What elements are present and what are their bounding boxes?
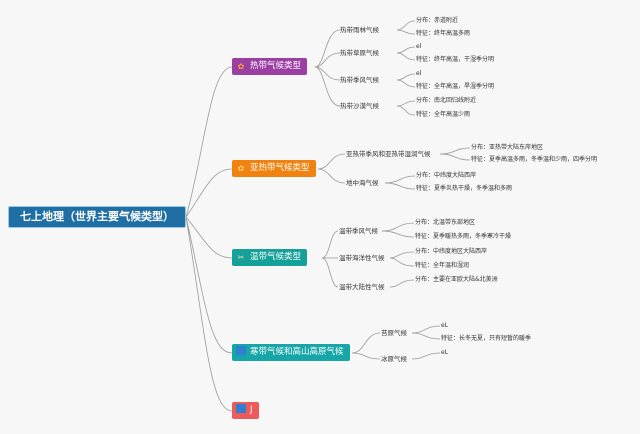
leaf-text[interactable]: 分布：南北回归线附近	[416, 97, 477, 104]
sub-tundra[interactable]: 苔原气候	[381, 329, 407, 337]
category-label: 寒带气候和高山高原气候	[250, 347, 344, 357]
square-icon	[236, 404, 246, 413]
sub-savanna[interactable]: 热带草原气候	[340, 49, 379, 57]
leaf-text[interactable]: 特征：夏季炎热干燥，冬季温和多雨	[416, 185, 513, 192]
category-subtropical[interactable]: ✿ 亚热带气候类型	[232, 160, 316, 177]
category-label: 亚热带气候类型	[250, 163, 310, 173]
category-tropical[interactable]: ✿ 热带气候类型	[232, 58, 308, 75]
leaf-text[interactable]: 分布：赤道附近	[416, 17, 459, 24]
leaf-text[interactable]: 特征：全年高温少雨	[416, 111, 471, 118]
category-temperate[interactable]: ✂ 温带气候类型	[232, 249, 308, 266]
category-label: 热带气候类型	[250, 61, 302, 71]
category-label: 温带气候类型	[250, 252, 302, 262]
leaf-text[interactable]: 分布：亚热带大陆东岸地区	[471, 144, 544, 151]
flower-icon: ✿	[237, 62, 245, 71]
sub-desert[interactable]: 热带沙漠气候	[340, 102, 379, 110]
flower-icon: ✿	[237, 164, 245, 173]
leaf-text[interactable]: el	[416, 43, 422, 50]
tools-icon: ✂	[237, 253, 245, 262]
category-j[interactable]: J	[232, 402, 259, 419]
leaf-text[interactable]: eL	[441, 349, 449, 356]
leaf-text[interactable]: 特征：夏季暖热多雨，冬季寒冷干燥	[415, 233, 512, 240]
leaf-text[interactable]: 分布：中纬度大陆西岸	[416, 172, 477, 179]
leaf-text[interactable]: eL	[441, 322, 449, 329]
root-topic[interactable]: 七上地理（世界主要气候类型）	[8, 206, 186, 228]
leaf-text[interactable]: 特征：长冬无夏，只有短暂的暖季	[441, 335, 532, 342]
sub-icecap[interactable]: 冰原气候	[381, 355, 407, 363]
category-label: J	[250, 405, 253, 415]
leaf-text[interactable]: 分布：主要在亚欧大陆&北美洲	[415, 276, 498, 283]
leaf-text[interactable]: 特征：终年高温，干湿季分明	[416, 56, 495, 63]
leaf-text[interactable]: 分布：北温带东部地区	[415, 219, 476, 226]
leaf-text[interactable]: 特征：全年高温，旱湿季分明	[416, 83, 495, 90]
leaf-text[interactable]: 特征：夏季高温多雨，冬季温和少雨，四季分明	[471, 156, 598, 163]
leaf-text[interactable]: el	[416, 70, 422, 77]
sub-mediterranean[interactable]: 地中海气候	[346, 179, 379, 187]
sub-continental[interactable]: 温带大陆性气候	[339, 283, 385, 291]
sub-monsoon[interactable]: 热带季风气候	[340, 76, 379, 84]
sub-rainforest[interactable]: 热带雨林气候	[340, 26, 379, 34]
sub-subtropical-monsoon[interactable]: 亚热带季风和亚热带湿润气候	[346, 150, 431, 158]
leaf-text[interactable]: 特征：全年温和湿润	[415, 262, 470, 269]
sub-oceanic[interactable]: 温带海洋性气候	[339, 254, 385, 262]
category-cold[interactable]: 寒带气候和高山高原气候	[232, 344, 350, 361]
leaf-text[interactable]: 分布：中纬度地区大陆西岸	[415, 248, 488, 255]
leaf-text[interactable]: 特征：终年高温多雨	[416, 30, 471, 37]
sub-temperate-monsoon[interactable]: 温带季风气候	[339, 227, 378, 235]
square-icon	[236, 346, 246, 355]
